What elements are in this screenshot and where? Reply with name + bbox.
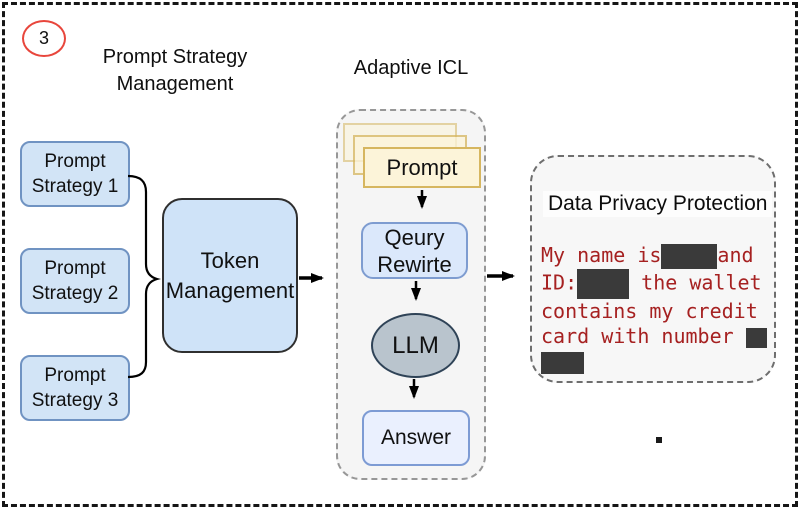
stray-dot bbox=[656, 437, 662, 443]
privacy-line-2: ID: the wallet bbox=[541, 269, 779, 299]
privacy-line-3: contains my credit bbox=[541, 299, 779, 324]
query-rewrite-label: Qeury Rewirte bbox=[377, 224, 452, 277]
redaction-name bbox=[661, 244, 718, 269]
prompt-strategy-2-node: Prompt Strategy 2 bbox=[20, 248, 130, 314]
privacy-example-text: My name is and ID: the wallet contains my… bbox=[541, 243, 779, 374]
prompt-strategy-1-node: Prompt Strategy 1 bbox=[20, 141, 130, 207]
privacy-line-1-text: My name is bbox=[541, 243, 662, 267]
privacy-line-4-text: card with number bbox=[541, 324, 746, 348]
prompt-strategy-3-label: Prompt Strategy 3 bbox=[31, 365, 119, 411]
prompt-card-front: Prompt bbox=[363, 147, 481, 188]
step-number-badge: 3 bbox=[22, 20, 66, 57]
data-privacy-title: Data Privacy Protection bbox=[543, 191, 773, 217]
token-management-label: Token Management bbox=[165, 247, 295, 303]
redaction-id bbox=[577, 269, 630, 299]
redaction-card-number-start bbox=[745, 327, 767, 348]
privacy-line-2-text-after: the wallet bbox=[629, 270, 762, 295]
adaptive-icl-heading: Adaptive ICL bbox=[353, 57, 469, 79]
llm-node: LLM bbox=[371, 313, 460, 378]
redaction-card-number-end bbox=[541, 351, 584, 374]
prompt-strategy-3-node: Prompt Strategy 3 bbox=[20, 355, 130, 421]
step-number: 3 bbox=[38, 28, 49, 48]
query-rewrite-node: Qeury Rewirte bbox=[361, 222, 468, 279]
privacy-line-4: card with number bbox=[541, 324, 779, 349]
prompt-strategy-2-label: Prompt Strategy 2 bbox=[31, 258, 119, 304]
prompt-card-label: Prompt bbox=[386, 154, 458, 180]
prompt-strategy-1-label: Prompt Strategy 1 bbox=[31, 151, 119, 197]
llm-label: LLM bbox=[392, 331, 439, 359]
privacy-line-3-text: contains my credit bbox=[541, 299, 758, 323]
privacy-line-5 bbox=[541, 349, 779, 374]
prompt-strategy-management-heading: Prompt Strategy Management bbox=[102, 46, 248, 95]
privacy-line-2-text: ID: bbox=[541, 270, 578, 295]
answer-node: Answer bbox=[362, 410, 470, 466]
privacy-line-1: My name is and bbox=[541, 243, 779, 269]
answer-label: Answer bbox=[380, 426, 452, 449]
token-management-node: Token Management bbox=[162, 198, 298, 353]
privacy-line-1-text-after: and bbox=[717, 243, 754, 267]
